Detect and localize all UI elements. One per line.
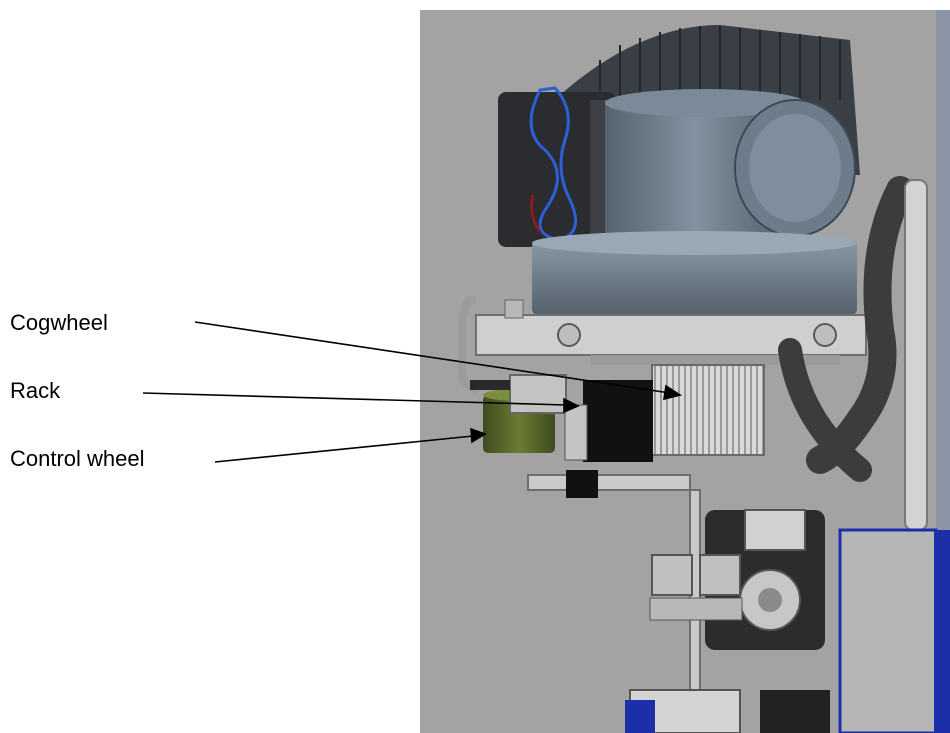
rack-label: Rack <box>10 378 61 403</box>
pointer-arrows <box>142 321 682 463</box>
hose <box>806 176 914 474</box>
motor-top <box>605 89 805 117</box>
blue-frame <box>838 528 938 733</box>
bolt <box>504 299 524 319</box>
nut <box>651 554 693 596</box>
cogwheel-arrowhead <box>663 384 682 401</box>
plate-underside <box>590 355 840 365</box>
red-wire <box>530 194 542 233</box>
screw-left <box>557 323 581 347</box>
control-wheel-arrowhead <box>470 427 487 444</box>
mounting-plate <box>475 314 867 356</box>
control-wheel-label: Control wheel <box>10 446 145 471</box>
rack-arrowhead <box>563 397 580 414</box>
side-strap <box>904 179 928 531</box>
rack-shape <box>509 374 567 414</box>
cogwheel-label: Cogwheel <box>10 310 108 335</box>
black-block <box>583 380 653 462</box>
cogwheel-shape <box>651 364 765 456</box>
rack-arrow-line <box>142 392 567 406</box>
screw-right <box>813 323 837 347</box>
control-wheel-arrow-line <box>214 435 474 463</box>
motor-base <box>532 240 857 315</box>
cogwheel-arrow-line <box>194 321 671 394</box>
bracket-rod <box>458 296 481 396</box>
